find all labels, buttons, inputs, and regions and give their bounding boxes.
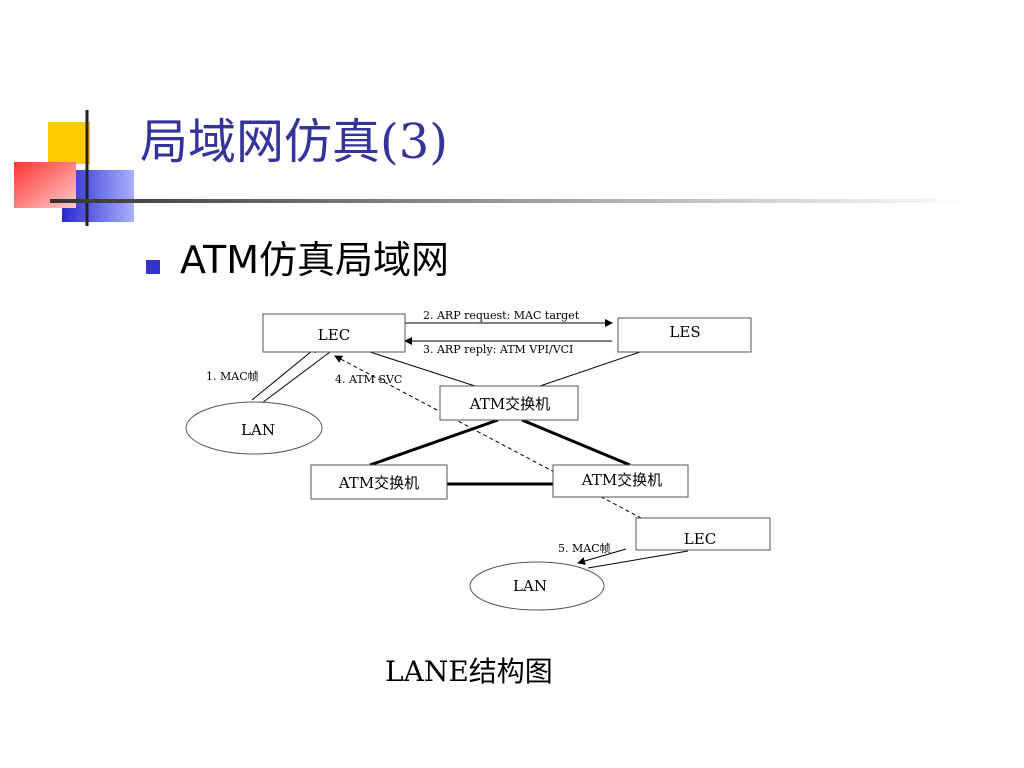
lec-bottom-node: LEC xyxy=(635,517,771,551)
lan-left-node: LAN xyxy=(185,401,323,455)
lec-top-label: LEC xyxy=(318,326,350,344)
atm-switch-center: ATM交换机 xyxy=(439,385,579,421)
step4-dashed-arrow xyxy=(334,355,669,535)
atm-switch-left: ATM交换机 xyxy=(310,464,448,500)
step2-label: 2. ARP request: MAC target xyxy=(423,309,580,322)
bullet-text: ATM仿真局域网 xyxy=(180,238,450,282)
link-les-switch xyxy=(539,351,641,387)
lec-bottom-label: LEC xyxy=(684,530,716,548)
atm-switch-right-label: ATM交换机 xyxy=(581,471,662,489)
diagram-caption: LANE结构图 xyxy=(385,655,553,688)
link-lan-lec-bottom xyxy=(587,550,689,569)
trunk-center-left xyxy=(369,418,499,467)
lec-top-node: LEC xyxy=(262,313,406,353)
lan-bottom-node: LAN xyxy=(469,561,605,611)
step4-label: 4. ATM SVC xyxy=(335,373,402,386)
step1-arrow-outline xyxy=(261,351,331,404)
deco-yellow-square xyxy=(48,122,90,164)
atm-switch-left-label: ATM交换机 xyxy=(338,474,419,492)
step5-arrow xyxy=(577,548,627,565)
atm-switch-center-label: ATM交换机 xyxy=(469,395,550,413)
lan-left-label: LAN xyxy=(241,421,275,439)
title-underline xyxy=(50,199,970,203)
bullet-marker xyxy=(146,260,160,274)
step1-arrow xyxy=(251,345,319,401)
les-node: LES xyxy=(617,317,752,353)
lan-bottom-label: LAN xyxy=(513,577,547,595)
les-label: LES xyxy=(669,323,700,341)
atm-switch-right: ATM交换机 xyxy=(552,464,689,498)
slide-title: 局域网仿真(3) xyxy=(140,114,448,170)
step5-label: 5. MAC帧 xyxy=(558,541,611,555)
trunk-center-right xyxy=(521,418,631,467)
step3-label: 3. ARP reply: ATM VPI/VCI xyxy=(423,343,573,356)
step1-label: 1. MAC帧 xyxy=(206,369,259,383)
